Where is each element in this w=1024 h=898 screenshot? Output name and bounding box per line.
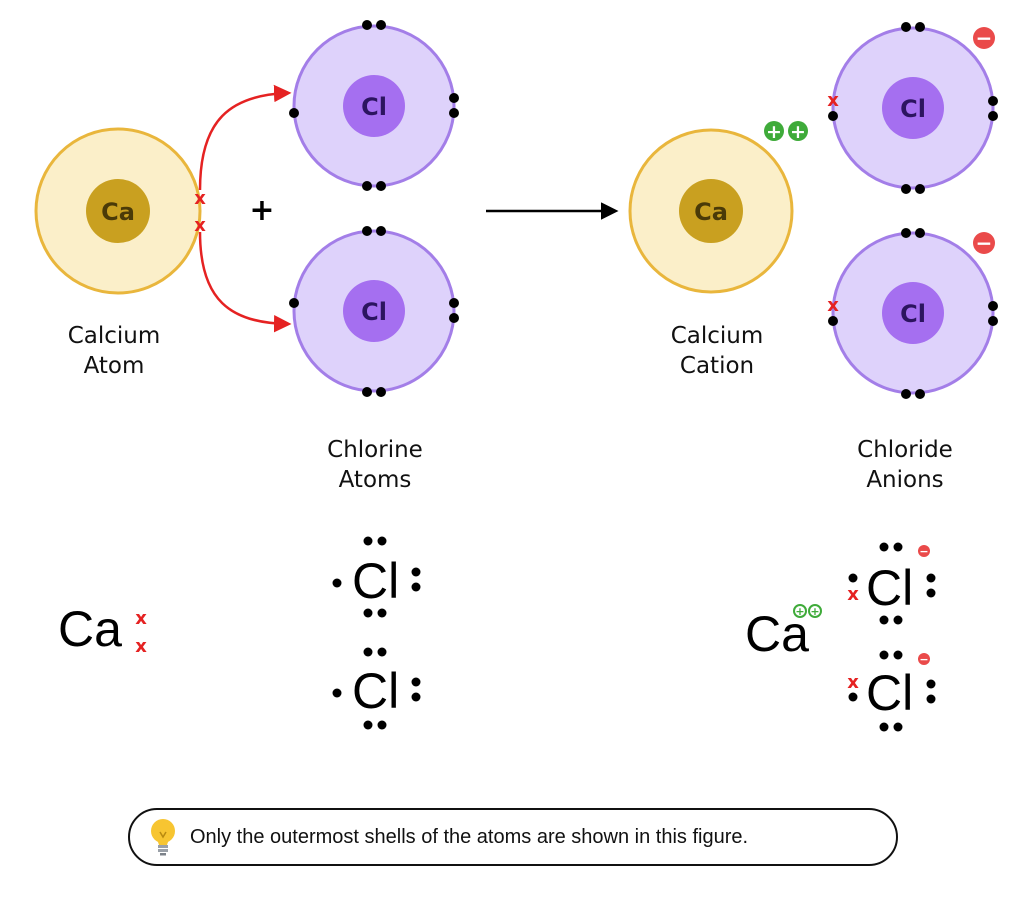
positive-charge-icon: + + [793, 604, 822, 618]
calcium-nucleus [679, 179, 743, 243]
chlorine-nucleus [882, 282, 944, 344]
chlorine-nucleus [882, 77, 944, 139]
label-chlorine-atoms: Chlorine Atoms [327, 437, 423, 493]
electron-transfer-arrow [198, 231, 292, 333]
svg-text:Calcium: Calcium [671, 323, 764, 349]
chlorine-nucleus-label: Cl [900, 95, 926, 123]
chlorine-atom-bottom: Cl [289, 226, 459, 397]
svg-text:x: x [847, 584, 859, 605]
chloride-anion-top: Cl x − [827, 22, 998, 194]
chlorine-nucleus-label: Cl [361, 93, 387, 121]
chlorine-nucleus-label: Cl [361, 298, 387, 326]
lewis-chloride-top: Cl x − [847, 542, 936, 625]
svg-text:x: x [135, 636, 147, 657]
svg-text:Cl: Cl [866, 665, 913, 721]
gained-electron: x [827, 90, 839, 111]
note-text: Only the outermost shells of the atoms a… [190, 825, 749, 848]
note-box: Only the outermost shells of the atoms a… [128, 808, 898, 866]
svg-text:Cl: Cl [352, 663, 399, 719]
negative-charge-icon: − [973, 26, 995, 50]
calcium-nucleus-label: Ca [101, 198, 135, 226]
lewis-calcium-cation: Ca + + [745, 604, 822, 662]
calcium-atom: Ca x x [34, 127, 206, 295]
chlorine-nucleus [343, 75, 405, 137]
chlorine-electrons [289, 226, 459, 397]
svg-text:x: x [847, 672, 859, 693]
svg-text:Atom: Atom [84, 353, 145, 379]
chloride-anion-bottom: Cl x − [827, 228, 998, 399]
svg-text:+: + [810, 605, 819, 618]
svg-text:Chloride: Chloride [857, 437, 953, 463]
chlorine-atom-top: Cl [289, 20, 459, 191]
chlorine-nucleus-label: Cl [900, 300, 926, 328]
svg-text:+: + [795, 605, 804, 618]
lewis-chloride-bottom: Cl x − [847, 650, 936, 732]
svg-text:Atoms: Atoms [339, 467, 412, 493]
calcium-valence-electron: x [194, 188, 206, 209]
svg-text:Anions: Anions [866, 467, 943, 493]
label-chloride-anions: Chloride Anions [857, 437, 953, 493]
chlorine-electrons [828, 22, 998, 194]
label-calcium-atom: Calcium Atom [68, 323, 161, 379]
svg-text:+: + [790, 121, 806, 143]
negative-charge-icon: − [973, 231, 995, 255]
svg-text:−: − [976, 231, 993, 255]
calcium-valence-electron: x [194, 215, 206, 236]
svg-text:−: − [976, 26, 993, 50]
svg-text:Ca: Ca [58, 601, 122, 657]
svg-text:−: − [919, 653, 928, 666]
lightbulb-icon [151, 819, 175, 856]
chlorine-nucleus [343, 280, 405, 342]
negative-charge-icon: − [918, 545, 930, 558]
svg-text:x: x [135, 608, 147, 629]
calcium-nucleus [86, 179, 150, 243]
svg-text:Cation: Cation [680, 353, 754, 379]
plus-sign: + [249, 193, 274, 228]
calcium-nucleus-label: Ca [694, 198, 728, 226]
label-calcium-cation: Calcium Cation [671, 323, 764, 379]
svg-text:−: − [919, 545, 928, 558]
positive-charge-icon: + + [764, 121, 808, 143]
negative-charge-icon: − [918, 653, 930, 666]
electron-transfer-arrow [198, 84, 292, 191]
svg-text:+: + [766, 121, 782, 143]
chlorine-electrons [289, 20, 459, 191]
calcium-cation: Ca + + [628, 121, 808, 294]
lewis-chlorine-bottom: Cl [332, 647, 421, 730]
svg-text:Chlorine: Chlorine [327, 437, 423, 463]
svg-text:Calcium: Calcium [68, 323, 161, 349]
svg-text:Cl: Cl [866, 560, 913, 616]
lewis-calcium: Ca x x [58, 601, 147, 657]
svg-text:Ca: Ca [745, 606, 809, 662]
gained-electron: x [827, 295, 839, 316]
lewis-chlorine-top: Cl [332, 536, 421, 618]
chlorine-electrons [828, 228, 998, 399]
svg-text:Cl: Cl [352, 553, 399, 609]
